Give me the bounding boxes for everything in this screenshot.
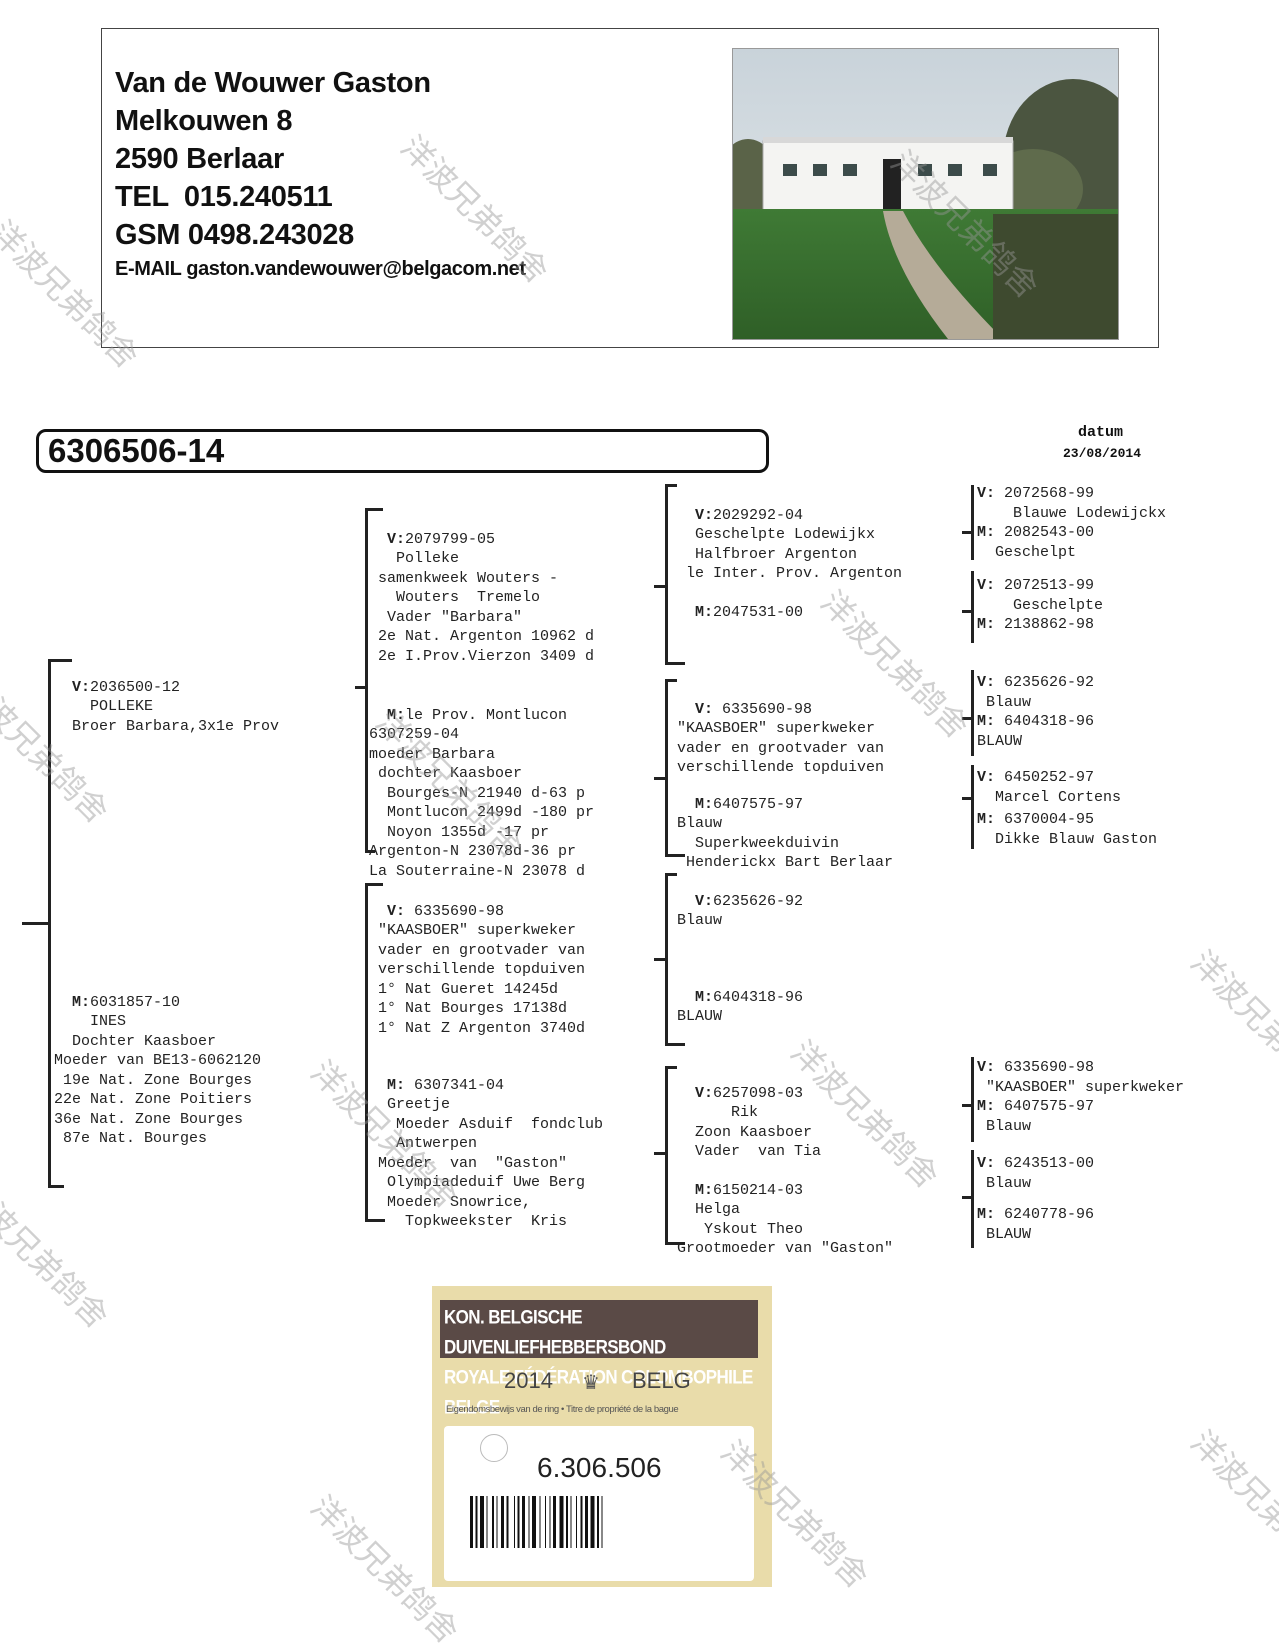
breeder-info: Van de Wouwer Gaston Melkouwen 8 2590 Be… bbox=[115, 64, 526, 284]
gen4-entry: V: 6243513-00 Blauw bbox=[977, 1155, 1095, 1192]
barcode-bar bbox=[580, 1496, 583, 1548]
ring-certificate: KON. BELGISCHE DUIVENLIEFHEBBERSBOND ROY… bbox=[432, 1286, 772, 1587]
barcode-bar bbox=[528, 1496, 530, 1548]
gen4-entry: M: 6407575-97 Blauw bbox=[977, 1098, 1095, 1135]
federation-name: KON. BELGISCHE DUIVENLIEFHEBBERSBOND ROY… bbox=[444, 1303, 756, 1423]
gen4-entry: V: 2072513-99 Geschelpte bbox=[977, 577, 1104, 614]
barcode-bar bbox=[496, 1496, 498, 1548]
gen4-entry: V: 6235626-92 Blauw bbox=[977, 674, 1095, 711]
certificate-country: BELG bbox=[632, 1368, 691, 1393]
gen4-entry: M: 2138862-98 bbox=[977, 616, 1095, 633]
barcode-bar bbox=[532, 1496, 536, 1548]
watermark: 洋波兄弟鸽舍 bbox=[1183, 1423, 1279, 1586]
federation-name-nl: KON. BELGISCHE DUIVENLIEFHEBBERSBOND bbox=[444, 1306, 666, 1359]
crown-icon: ♛ bbox=[582, 1372, 600, 1394]
barcode-bar bbox=[553, 1496, 556, 1548]
barcode-bar bbox=[492, 1496, 494, 1548]
breeder-city: 2590 Berlaar bbox=[115, 143, 284, 175]
gen3-sss-entry: V:2029292-04 Geschelpte Lodewijkx Halfbr… bbox=[677, 506, 903, 583]
gen4-entry: V: 2072568-99 Blauwe Lodewijckx bbox=[977, 485, 1167, 522]
barcode-bar bbox=[549, 1496, 551, 1548]
barcode-bar bbox=[590, 1496, 595, 1548]
breeder-street: Melkouwen 8 bbox=[115, 105, 293, 137]
barcode-bar bbox=[585, 1496, 588, 1548]
barcode-bar bbox=[475, 1496, 478, 1548]
barcode-bar bbox=[545, 1496, 546, 1548]
gen3-dds-entry: V:6257098-03 Rik Zoon Kaasboer Vader van… bbox=[677, 1084, 822, 1161]
barcode-bar bbox=[566, 1496, 568, 1548]
barcode-bar bbox=[559, 1496, 564, 1548]
loft-photo bbox=[732, 48, 1119, 340]
barcode-bar bbox=[597, 1496, 599, 1548]
barcode-bar bbox=[522, 1496, 525, 1548]
gen3-ssd-entry: M:2047531-00 bbox=[695, 603, 804, 621]
ring-number-box bbox=[36, 429, 769, 473]
barcode-bar bbox=[539, 1496, 541, 1548]
barcode-bar bbox=[506, 1496, 509, 1548]
watermark: 洋波兄弟鸽舍 bbox=[1183, 943, 1279, 1106]
datum-value: 23/08/2014 bbox=[1063, 446, 1142, 461]
dam-sire-entry: V: 6335690-98 "KAASBOER" superkweker vad… bbox=[369, 902, 586, 1037]
datum-label: datum bbox=[1078, 424, 1124, 441]
barcode-bar bbox=[601, 1496, 603, 1548]
gen4-entry: M: 6370004-95 Dikke Blauw Gaston bbox=[977, 811, 1158, 848]
barcode-bar bbox=[486, 1496, 488, 1548]
gen4-entry: M: 2082543-00 Geschelpt bbox=[977, 524, 1095, 561]
breeder-gsm: GSM 0498.243028 bbox=[115, 219, 354, 251]
barcode-bar bbox=[570, 1496, 572, 1548]
breeder-card bbox=[101, 28, 1159, 348]
barcode-bar bbox=[514, 1496, 515, 1548]
barcode-bar bbox=[470, 1496, 473, 1548]
gen4-entry: M: 6240778-96 BLAUW bbox=[977, 1206, 1095, 1243]
breeder-email: E-MAIL gaston.vandewouwer@belgacom.net bbox=[115, 258, 526, 280]
federation-name-fr: ROYALE FÉDÉRATION COLOMBOPHILE BELGE bbox=[444, 1366, 753, 1418]
dam-dam-entry: M: 6307341-04 Greetje Moeder Asduif fond… bbox=[369, 1076, 604, 1231]
certificate-ring-number: 6.306.506 bbox=[537, 1452, 662, 1483]
breeder-tel: TEL 015.240511 bbox=[115, 181, 333, 213]
certificate-header bbox=[440, 1300, 758, 1358]
sire-sire-entry: V:2079799-05 Polleke samenkweek Wouters … bbox=[369, 530, 595, 665]
barcode-bar bbox=[501, 1496, 504, 1548]
barcode-bar bbox=[576, 1496, 577, 1548]
barcode-bar bbox=[517, 1496, 520, 1548]
certificate-subtitle: Eigendomsbewijs van de ring • Titre de p… bbox=[446, 1404, 679, 1415]
barcode bbox=[470, 1496, 603, 1548]
barcode-bar bbox=[480, 1496, 484, 1548]
watermark: 洋波兄弟鸽舍 bbox=[0, 1173, 116, 1336]
certificate-year: 2014 bbox=[504, 1368, 553, 1393]
ring-number: 6306506-14 bbox=[48, 432, 225, 469]
punch-hole bbox=[480, 1434, 508, 1462]
gen4-entry: V: 6450252-97 Marcel Cortens bbox=[977, 769, 1122, 806]
breeder-name: Van de Wouwer Gaston bbox=[115, 67, 431, 99]
sire-entry: V:2036500-12 POLLEKE Broer Barbara,3x1e … bbox=[54, 678, 280, 735]
gen4-entry: V: 6335690-98 "KAASBOER" superkweker bbox=[977, 1059, 1185, 1096]
